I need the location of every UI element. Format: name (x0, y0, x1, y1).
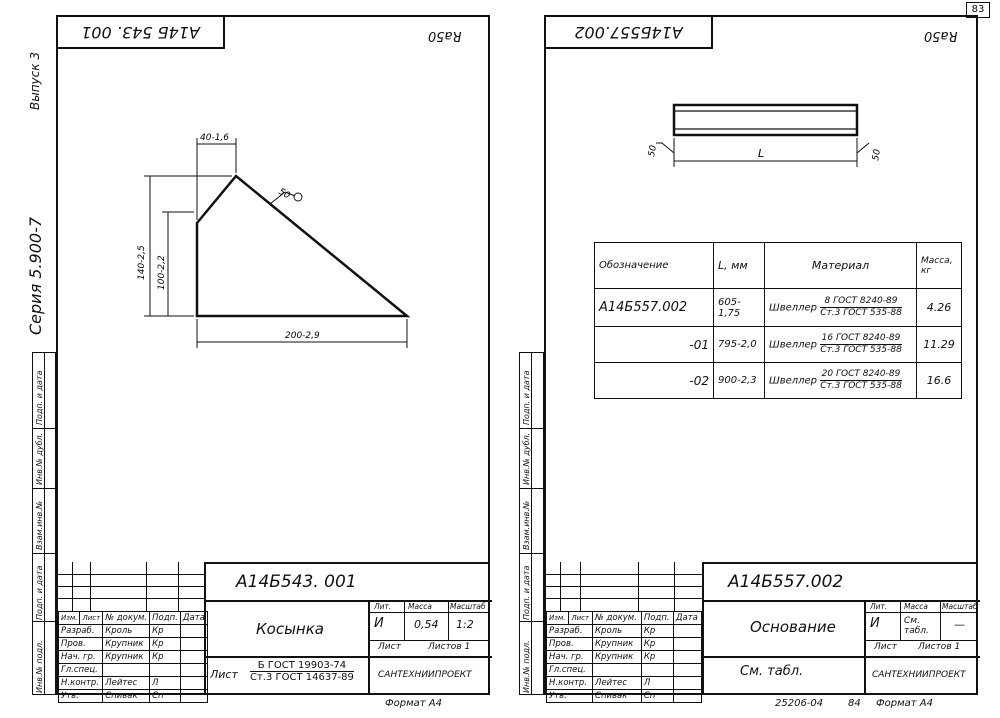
right-footer-code: 25206-04 (775, 698, 824, 709)
left-org: САНТЕХНИИПРОЕКТ (378, 670, 472, 680)
left-side-stamp (32, 352, 56, 695)
right-lit: И (870, 616, 880, 631)
length-label: L (758, 147, 764, 160)
right-material: См. табл. (740, 664, 804, 679)
right-title-block: А14Б557.002 Основание Лит. Масса Масштаб… (702, 562, 980, 695)
spec-header-mass: Масса, кг (916, 242, 962, 289)
right-side-stamp (519, 352, 544, 695)
left-side-field-3: Взам.инв.№ (35, 500, 44, 550)
gusset-outline (195, 174, 411, 318)
right-footer-page: 84 (848, 698, 861, 709)
weld-left: 50 (647, 144, 659, 157)
right-stamp-grid (546, 562, 702, 612)
left-sheets: Листов 1 (428, 642, 471, 652)
dim-top: 40-1,6 (200, 133, 229, 143)
right-col-scale: Масштаб (942, 602, 978, 611)
right-designation: А14Б557.002 (728, 572, 844, 592)
right-format: Формат А4 (876, 698, 933, 709)
right-mass: См. табл. (904, 616, 929, 636)
right-org: САНТЕХНИИПРОЕКТ (872, 670, 966, 680)
left-scale: 1:2 (456, 618, 474, 631)
left-col-scale: Масштаб (450, 602, 486, 611)
page-number-box: 83 (966, 2, 990, 18)
left-format: Формат А4 (385, 698, 442, 709)
spec-table: Обозначение L, мм Материал Масса, кг А14… (594, 242, 962, 399)
right-col-lit: Лит. (870, 602, 888, 611)
left-mirrored-code: А14Б 543. 001 (81, 23, 200, 42)
right-drawing: L 50 50 (647, 103, 883, 167)
left-stamp-grid (58, 562, 204, 612)
dim-left-short: 100-2,2 (157, 255, 167, 290)
right-side-field-1: Инв.№ подл. (522, 640, 531, 693)
series-label: Серия 5.900-7 (26, 216, 45, 335)
left-col-lit: Лит. (374, 602, 392, 611)
right-side-field-5: Подп. и дата (522, 370, 531, 426)
spec-row: А14Б557.002 605-1,75 Швеллер 8 ГОСТ 8240… (594, 288, 962, 327)
spec-header-mat: Материал (764, 242, 917, 289)
right-side-field-4: Инв.№ дубл. (522, 432, 531, 485)
issue-label: Выпуск 3 (28, 52, 42, 110)
right-mirrored-code: А14Б557.002 (574, 23, 683, 42)
left-sheet-label-2: Лист (210, 668, 238, 681)
left-lit: И (374, 616, 384, 631)
channel-outline (672, 103, 859, 137)
left-part-name: Косынка (256, 620, 324, 638)
right-side-field-2: Подп. и дата (522, 565, 531, 621)
left-side-field-4: Инв.№ дубл. (35, 432, 44, 485)
dim-bottom: 200-2,9 (285, 331, 320, 341)
left-col-mass: Масса (408, 602, 432, 611)
right-part-name: Основание (750, 618, 836, 636)
left-code-box: А14Б 543. 001 (58, 17, 225, 49)
left-sheet-frame (56, 15, 490, 695)
left-roughness-mark: Ra50 (428, 28, 462, 43)
left-drawing: 40-1,6 140-2,5 100-2,2 200-2,9 50 (137, 133, 411, 348)
right-roughness-mark: Ra50 (924, 28, 958, 43)
spec-header-l: L, мм (713, 242, 765, 289)
spec-header-code: Обозначение (594, 242, 714, 289)
dim-left-tall: 140-2,5 (137, 245, 147, 280)
left-designation: А14Б543. 001 (236, 572, 357, 592)
right-side-field-3: Взам.инв.№ (522, 500, 531, 550)
right-sheets: Листов 1 (918, 642, 961, 652)
left-side-field-5: Подп. и дата (35, 370, 44, 426)
left-side-field-1: Инв.№ подл. (35, 640, 44, 693)
weld-right: 50 (871, 148, 883, 161)
left-mass: 0,54 (414, 618, 439, 631)
right-col-mass: Масса (904, 602, 928, 611)
right-sheet-frame (544, 15, 978, 695)
left-sheet: Лист (378, 642, 401, 652)
right-sheet: Лист (874, 642, 897, 652)
left-title-block: А14Б543. 001 Косынка Лит. Масса Масштаб … (204, 562, 492, 695)
left-side-field-2: Подп. и дата (35, 565, 44, 621)
right-scale: — (954, 618, 965, 631)
right-code-box: А14Б557.002 (546, 17, 713, 49)
weld-mark: 50 (277, 187, 292, 202)
